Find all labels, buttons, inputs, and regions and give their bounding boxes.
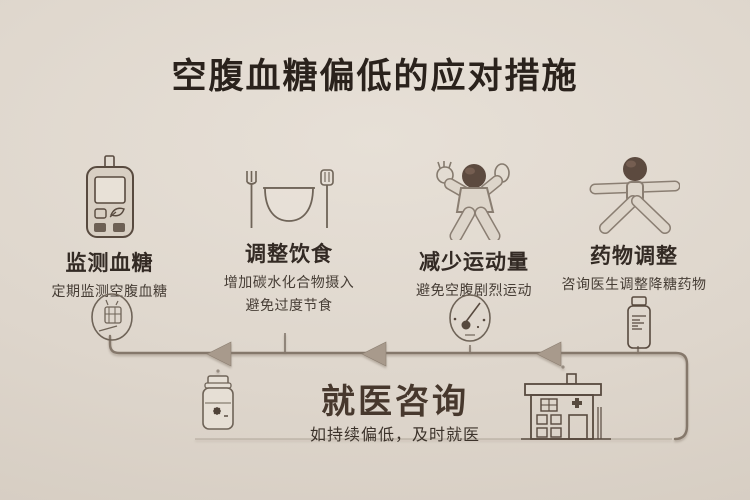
- hospital-icon: [521, 373, 611, 440]
- glucose-meter-icon: [85, 155, 134, 238]
- consult-heading: 就医咨询: [321, 384, 469, 421]
- calendar-meter-circle-icon: [91, 293, 133, 341]
- step-description: 定期监测空腹血糖: [51, 283, 168, 299]
- person-stretch-icon: [589, 157, 680, 234]
- consult-note: 如持续偏低，及时就医: [309, 427, 480, 444]
- arrow-left-icon: [206, 341, 232, 367]
- dot-marker: [216, 369, 220, 373]
- step-heading: 药物调整: [590, 245, 678, 268]
- medicine-bottle-icon: [627, 296, 651, 349]
- step-heading: 调整饮食: [245, 243, 333, 266]
- dot-marker: [561, 365, 565, 369]
- step-heading: 减少运动量: [419, 251, 529, 274]
- gauge-circle-icon: [449, 294, 491, 342]
- person-arms-up-icon: [436, 161, 510, 240]
- step-monitor: 监测血糖 定期监测空腹血糖: [27, 155, 192, 300]
- pill-jar-icon: [202, 375, 234, 430]
- page-title: 空腹血糖偏低的应对措施: [171, 57, 579, 96]
- arrow-left-icon: [536, 341, 562, 367]
- bowl-utensils-icon: [246, 169, 334, 228]
- step-description: 增加碳水化合物摄入: [223, 274, 355, 290]
- step-description: 咨询医生调整降糖药物: [561, 276, 707, 292]
- arrow-left-icon: [361, 341, 387, 367]
- step-description: 避免过度节食: [245, 297, 333, 313]
- step-medication: 药物调整 咨询医生调整降糖药物: [548, 156, 720, 293]
- step-description: 避免空腹剧烈运动: [416, 282, 532, 298]
- step-diet: 调整饮食 增加碳水化合物摄入 避免过度节食: [203, 168, 375, 314]
- step-heading: 监测血糖: [65, 252, 154, 275]
- step-exercise: 减少运动量 避免空腹剧烈运动: [388, 160, 560, 299]
